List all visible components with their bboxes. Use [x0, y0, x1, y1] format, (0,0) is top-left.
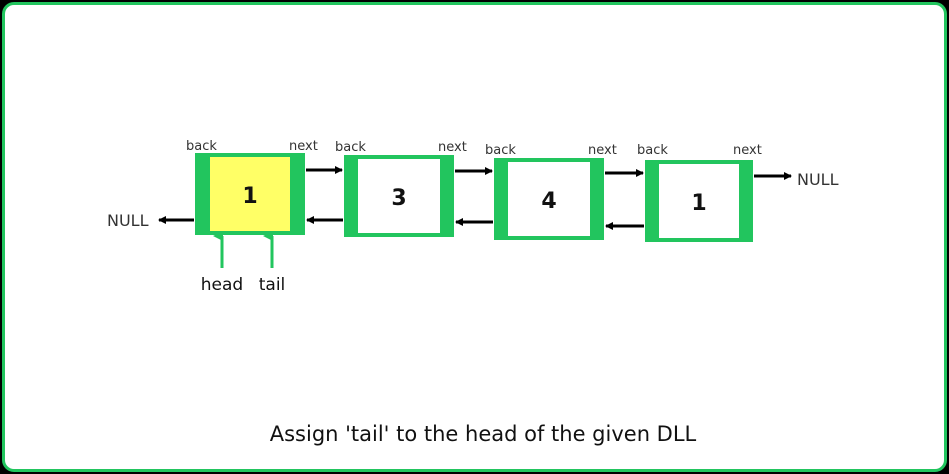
- node-3-next-label: next: [588, 143, 617, 158]
- null-left-label: NULL: [107, 211, 149, 230]
- head-pointer-label: head: [201, 275, 243, 295]
- node-4-value: 1: [691, 191, 706, 216]
- null-right-label: NULL: [797, 170, 839, 189]
- node-2-back-label: back: [335, 140, 366, 155]
- caption: Assign 'tail' to the head of the given D…: [270, 422, 697, 446]
- node-1: 1 back next: [186, 139, 318, 235]
- node-1-data-cell: [210, 157, 290, 231]
- node-2-value: 3: [391, 186, 406, 211]
- node-3-back-label: back: [485, 143, 516, 158]
- node-1-value: 1: [242, 184, 257, 209]
- node-2: 3 back next: [335, 140, 467, 237]
- node-1-next-label: next: [289, 139, 318, 154]
- node-4-data-cell: [659, 164, 739, 238]
- node-4-back-label: back: [637, 143, 668, 158]
- node-3-value: 4: [541, 189, 556, 214]
- tail-pointer-label: tail: [259, 275, 286, 295]
- node-2-data-cell: [358, 159, 440, 233]
- node-4-next-label: next: [733, 143, 762, 158]
- node-1-back-label: back: [186, 139, 217, 154]
- node-2-next-label: next: [438, 140, 467, 155]
- node-3: 4 back next: [485, 143, 617, 240]
- node-3-data-cell: [508, 162, 590, 236]
- node-4: 1 back next: [637, 143, 762, 242]
